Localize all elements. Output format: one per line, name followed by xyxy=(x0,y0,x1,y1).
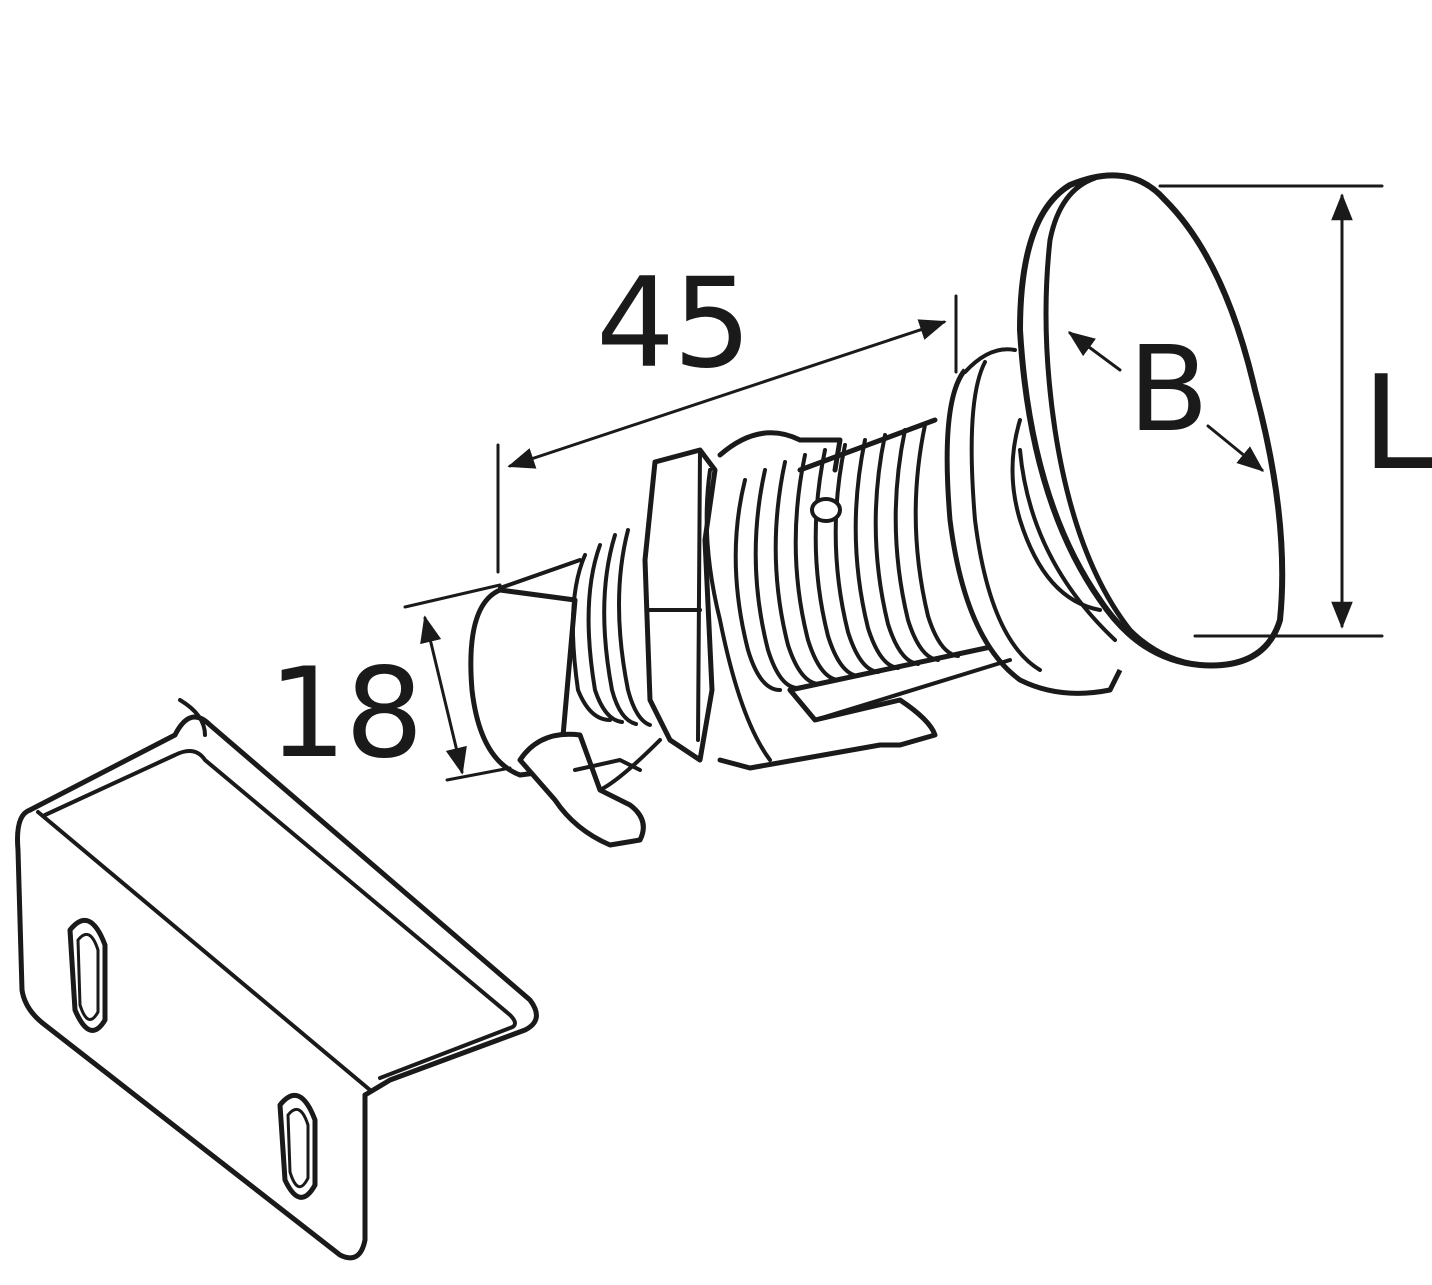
mounting-slot-left xyxy=(67,917,108,1033)
dimension-label-18: 18 xyxy=(268,642,424,786)
thread-rings xyxy=(733,423,960,692)
dimension-B xyxy=(1067,331,1265,472)
dimension-label-l: L xyxy=(1362,347,1432,499)
latch-body xyxy=(468,347,1123,848)
oval-head xyxy=(1010,172,1286,669)
dimension-45 xyxy=(496,294,958,574)
dimension-label-b: B xyxy=(1128,320,1209,458)
dimension-18 xyxy=(403,583,512,782)
dimension-L xyxy=(1158,184,1384,638)
pin xyxy=(810,497,842,523)
dimension-label-45: 45 xyxy=(596,252,752,396)
angle-bracket xyxy=(15,698,539,1261)
mounting-slot-right xyxy=(277,1092,318,1200)
